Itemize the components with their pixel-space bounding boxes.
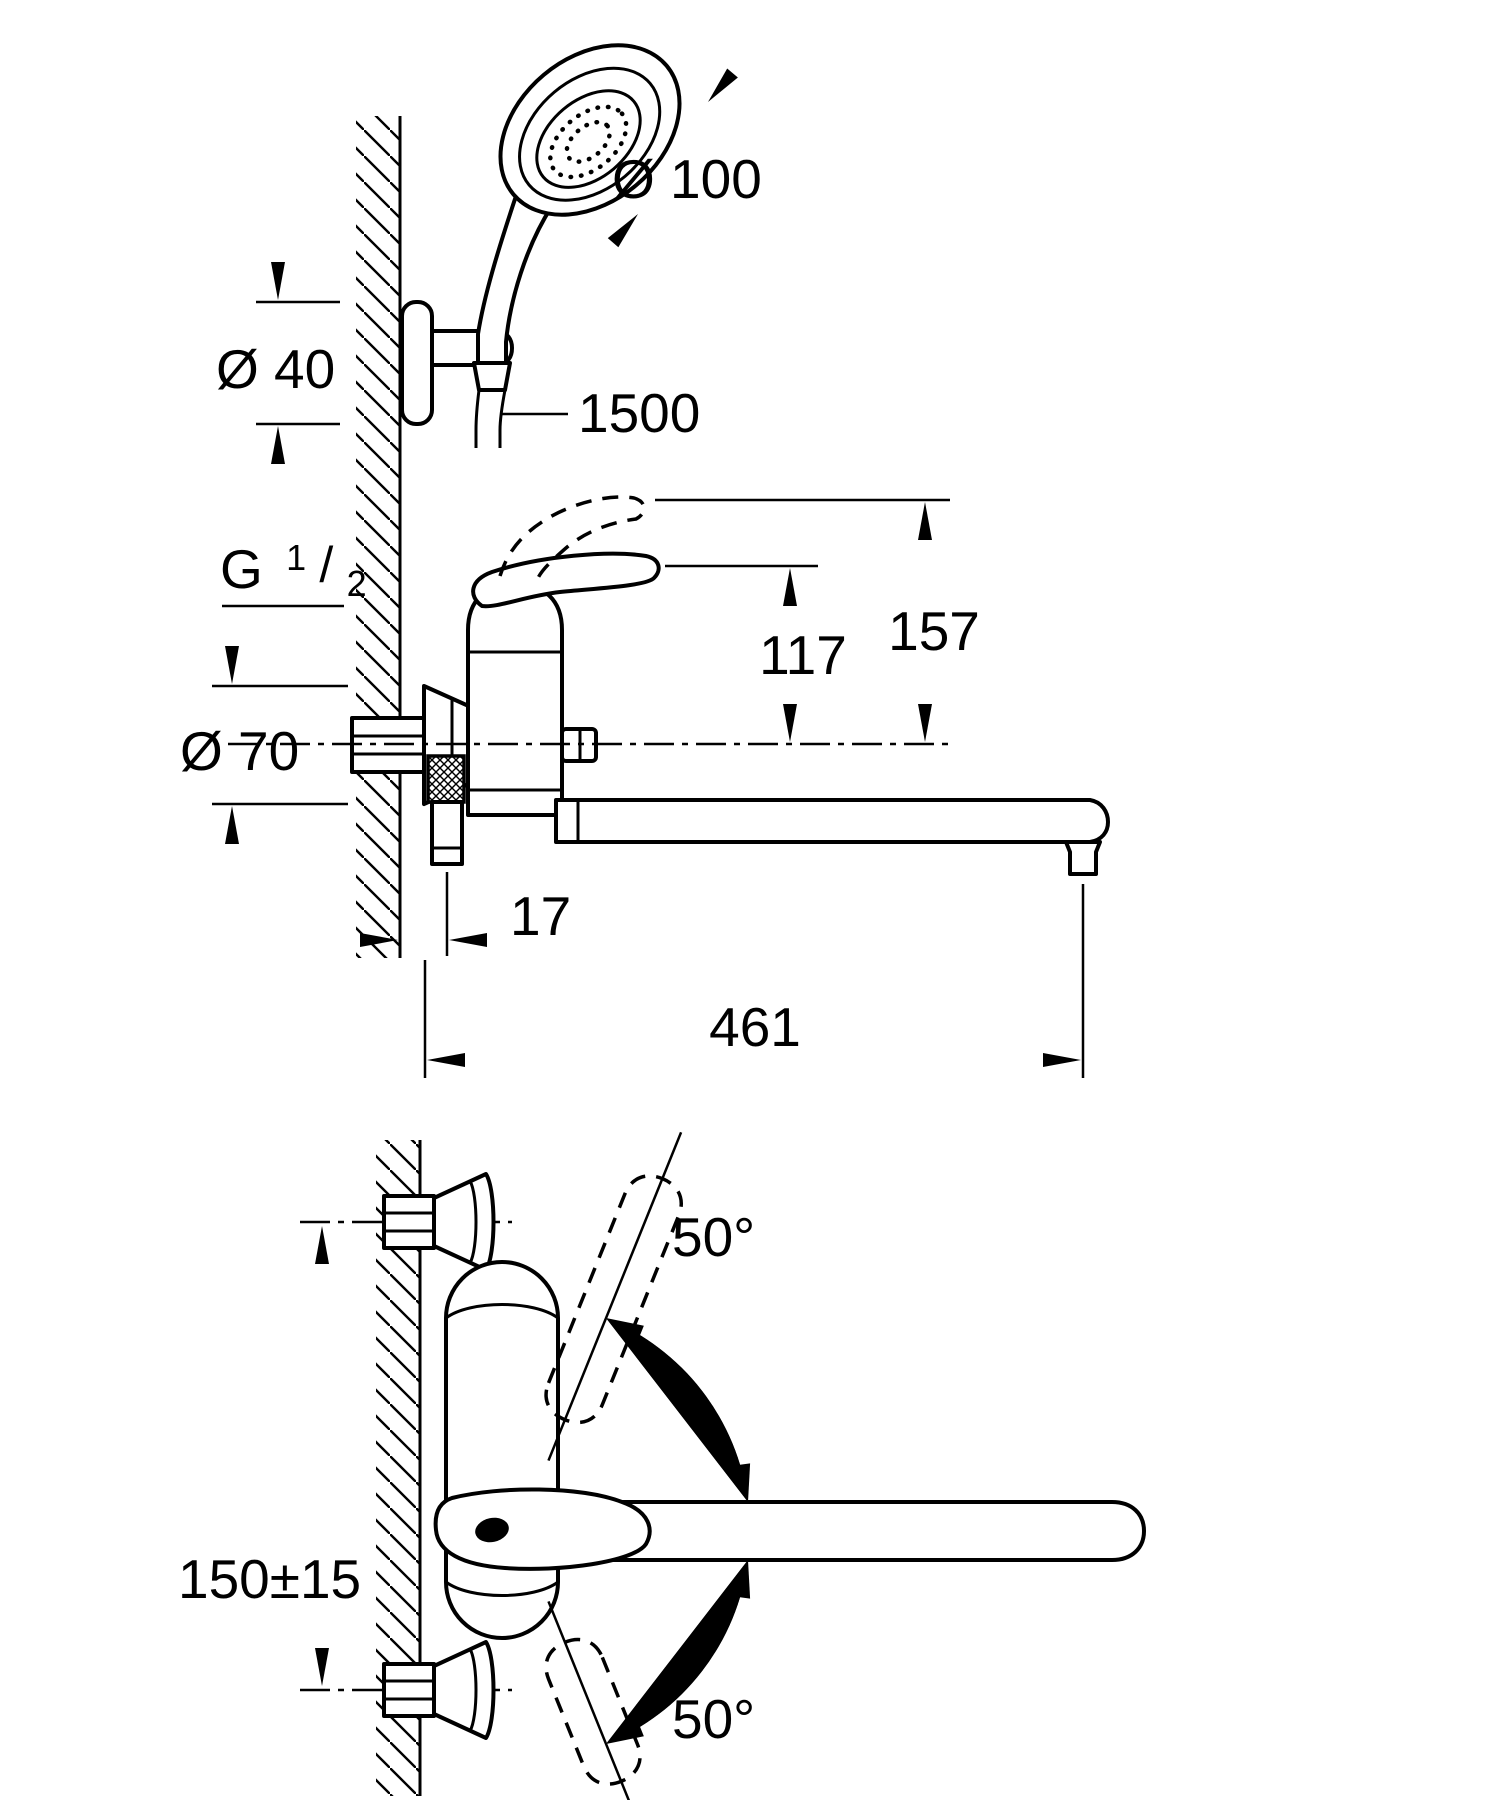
spout-plan xyxy=(598,1500,1146,1562)
mixer-plan-view xyxy=(300,1131,1146,1800)
hose-connector xyxy=(472,361,512,392)
union-nut-top xyxy=(382,1194,436,1250)
shower-handle xyxy=(476,194,554,365)
holder-wall-plate xyxy=(400,300,434,426)
shower-head-ring-outer xyxy=(518,66,662,202)
spout-dashed-up xyxy=(544,1131,683,1462)
dim-connection-distance: 150±15 xyxy=(178,1226,361,1686)
shower-head-nozzle-ring-1 xyxy=(548,104,629,180)
body-boss-arc-bottom xyxy=(445,1580,559,1597)
spout-down-outline xyxy=(544,1637,642,1786)
label-hose-length: 1500 xyxy=(578,382,700,444)
dim-arrow-upper xyxy=(708,68,738,102)
dim-height-117: 117 xyxy=(665,564,847,742)
label-height-157: 157 xyxy=(888,600,980,662)
label-head-diameter: Ø 100 xyxy=(612,148,762,210)
mixer-body xyxy=(466,582,564,817)
label-connection-distance: 150±15 xyxy=(178,1548,361,1610)
spout xyxy=(554,798,1110,844)
spout-dashed-down xyxy=(544,1600,642,1800)
label-thread: G 1 / 2 xyxy=(220,520,367,604)
lever-plan xyxy=(433,1487,652,1571)
hose-left-edge xyxy=(474,389,481,448)
body-boss-arc-top xyxy=(445,1303,559,1320)
shower-head xyxy=(498,43,682,217)
dim-shower-head-diameter: Ø 100 xyxy=(607,68,762,248)
label-offset-17: 17 xyxy=(510,885,571,947)
dim-arrow-lower xyxy=(607,214,638,248)
dim-height-157: 157 xyxy=(655,498,980,742)
angle-arc-down-b xyxy=(606,1560,751,1744)
thread-numerator: 1 xyxy=(286,537,306,578)
dim-thread: G 1 / 2 xyxy=(220,520,367,684)
dim-escutcheon-diameter: Ø 70 xyxy=(180,684,348,844)
label-holder-diameter: Ø 40 xyxy=(216,338,335,400)
label-swivel-up: 50° xyxy=(672,1206,755,1268)
knurled-ring xyxy=(426,754,466,804)
shower-head-nozzle-ring-2 xyxy=(564,119,612,164)
lever-raised-dashed xyxy=(498,495,646,579)
spout-up-axis-line xyxy=(547,1131,683,1462)
lever-solid xyxy=(471,551,661,609)
label-swivel-down: 50° xyxy=(672,1688,755,1750)
escutcheon-bottom-inner-arc xyxy=(468,1648,478,1732)
union-nut-bottom xyxy=(382,1662,436,1718)
spout-down-axis-line xyxy=(547,1600,631,1800)
wall-upper xyxy=(356,116,402,958)
escutcheon-top xyxy=(432,1172,496,1272)
hose-outlet xyxy=(430,800,464,866)
thread-denominator: 2 xyxy=(347,563,367,604)
shower-head-rim xyxy=(498,43,682,217)
label-height-117: 117 xyxy=(759,624,847,686)
shower-head-ring-inner xyxy=(535,89,642,189)
dim-reach-461: 461 xyxy=(423,884,1085,1078)
dim-offset-17: 17 xyxy=(360,872,571,956)
thread-slash: / xyxy=(319,537,333,593)
escutcheon-bottom xyxy=(432,1640,496,1740)
hand-shower xyxy=(400,43,682,448)
mixer-body-plan xyxy=(444,1260,560,1640)
mixer-side-view xyxy=(350,495,1110,876)
dim-swivel-up: 50° xyxy=(606,1206,755,1502)
aerator xyxy=(1064,840,1102,876)
wall-upper-hatching xyxy=(356,116,400,958)
dim-swivel-down: 50° xyxy=(606,1560,755,1750)
angle-arc-up-b xyxy=(606,1318,748,1502)
label-escutcheon-diameter: Ø 70 xyxy=(180,720,299,782)
dim-hose-length: 1500 xyxy=(502,382,700,444)
hose-right-edge xyxy=(498,389,507,448)
escutcheon-top-inner-arc xyxy=(468,1180,478,1264)
thread-prefix: G xyxy=(220,538,263,600)
lever-grip-mark xyxy=(475,1517,509,1543)
dim-holder-diameter: Ø 40 xyxy=(216,262,340,464)
label-reach-461: 461 xyxy=(709,996,801,1058)
